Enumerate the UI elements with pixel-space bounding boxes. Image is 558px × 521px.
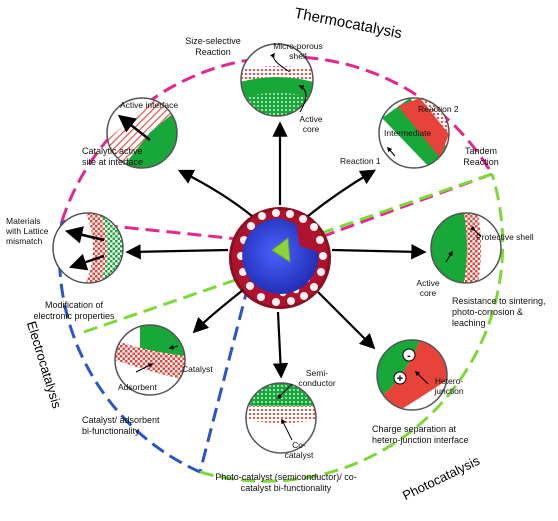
active-core-label-right: Active core (416, 278, 440, 298)
adsorbent-label: Adsorbent (118, 382, 157, 392)
intermediate-label: Intermediate (384, 128, 432, 138)
bifunctional-title: Catalyst/ adsorbent bi-functionality (82, 415, 160, 436)
catalyst-label: Catalyst (182, 364, 213, 374)
yolk-shell-particle (229, 207, 331, 309)
photo-cocatalyst-title: Photo-catalyst (semiconductor)/ co-catal… (215, 472, 357, 493)
micro-porous-shell-label: Micro-porous shell (273, 41, 323, 61)
lattice-title: Modification of electronic properties (33, 300, 115, 321)
panel-photo-cocatalyst (245, 382, 317, 454)
protective-shell-label: Protective shell (476, 232, 534, 242)
active-interface-label: Active interface (120, 100, 179, 110)
hetero-junction-label: Hetero- junction (434, 376, 464, 396)
charge-plus-sign: + (397, 373, 403, 385)
panel-size-selective (240, 43, 314, 117)
reaction-2-label: Reaction 2 (418, 104, 459, 114)
charge-minus-sign: - (407, 350, 411, 362)
panel-charge (376, 339, 448, 411)
center-arrows (125, 121, 427, 379)
panel-lattice (52, 212, 124, 284)
panel-protective (430, 212, 502, 284)
photocatalysis-title: Photocatalysis (400, 453, 482, 503)
reaction-1-label: Reaction 1 (340, 156, 381, 166)
interface-title: Catalytic active site at interface (82, 146, 144, 167)
panel-tandem (378, 97, 450, 169)
co-catalyst-label: Co- catalyst (284, 440, 314, 460)
size-selective-title: Size-selective Reaction (185, 36, 241, 57)
tandem-title: Tandem Reaction (463, 146, 499, 167)
panel-bifunctional (114, 324, 186, 396)
semiconductor-label: Semi- conductor (298, 368, 336, 388)
active-core-label-top: Active core (299, 114, 323, 134)
charge-title: Charge separation at hetero-junction int… (372, 424, 469, 445)
electrocatalysis-title: Electrocatalysis (24, 319, 65, 410)
protective-title: Resistance to sintering, photo-corrosion… (452, 296, 546, 328)
thermocatalysis-title: Thermocatalysis (293, 5, 403, 43)
panel-interface (106, 97, 178, 169)
photocatalysis-arc (83, 172, 505, 483)
lattice-mismatch-label: Materials with Lattice mismatch (6, 216, 49, 246)
